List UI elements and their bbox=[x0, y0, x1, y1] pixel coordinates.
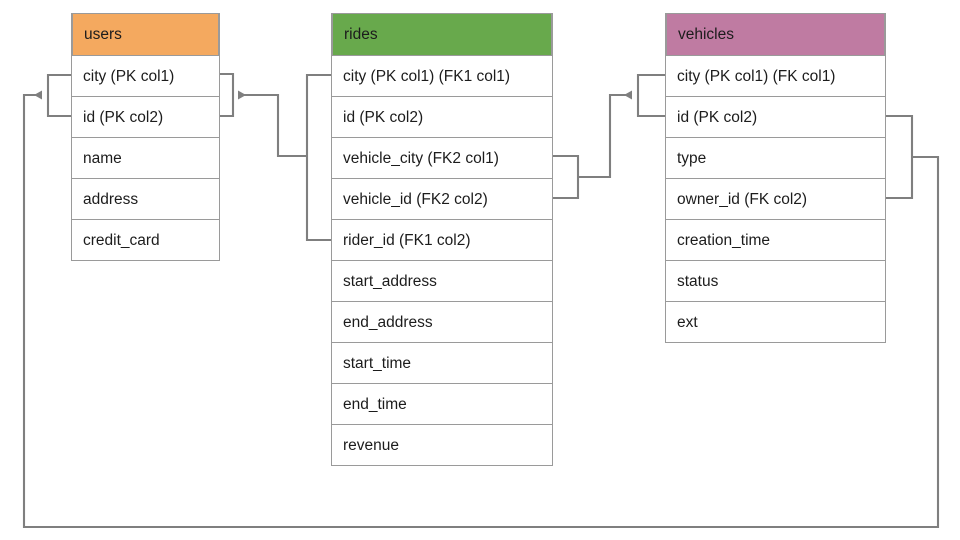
table-rides-header[interactable]: rides bbox=[332, 13, 552, 55]
table-rides-column-end-time[interactable]: end_time bbox=[332, 383, 552, 424]
table-users[interactable]: users city (PK col1) id (PK col2) name a… bbox=[71, 13, 220, 261]
table-vehicles-column-city[interactable]: city (PK col1) (FK col1) bbox=[666, 55, 885, 96]
table-vehicles-column-ext[interactable]: ext bbox=[666, 301, 885, 342]
table-rides-column-vehicle-id[interactable]: vehicle_id (FK2 col2) bbox=[332, 178, 552, 219]
connector-rides-to-vehicles bbox=[553, 90, 632, 200]
table-vehicles[interactable]: vehicles city (PK col1) (FK col1) id (PK… bbox=[665, 13, 886, 343]
table-vehicles-header[interactable]: vehicles bbox=[666, 13, 885, 55]
table-vehicles-title: vehicles bbox=[678, 26, 734, 43]
table-rides-title: rides bbox=[344, 26, 378, 43]
connector-vehicles-left-bracket bbox=[636, 73, 665, 118]
table-rides-column-city[interactable]: city (PK col1) (FK1 col1) bbox=[332, 55, 552, 96]
table-rides-column-rider-id[interactable]: rider_id (FK1 col2) bbox=[332, 219, 552, 260]
table-rides-column-vehicle-city[interactable]: vehicle_city (FK2 col1) bbox=[332, 137, 552, 178]
table-vehicles-column-type[interactable]: type bbox=[666, 137, 885, 178]
table-users-column-city[interactable]: city (PK col1) bbox=[72, 55, 219, 96]
connector-users-left-bracket bbox=[46, 73, 71, 118]
connector-users-right-bracket bbox=[220, 72, 235, 118]
table-users-column-id[interactable]: id (PK col2) bbox=[72, 96, 219, 137]
table-rides-column-id[interactable]: id (PK col2) bbox=[332, 96, 552, 137]
table-rides[interactable]: rides city (PK col1) (FK1 col1) id (PK c… bbox=[331, 13, 553, 466]
table-rides-column-end-address[interactable]: end_address bbox=[332, 301, 552, 342]
connector-rides-to-users bbox=[238, 73, 331, 242]
table-vehicles-column-status[interactable]: status bbox=[666, 260, 885, 301]
table-users-header[interactable]: users bbox=[72, 13, 219, 55]
table-users-column-credit-card[interactable]: credit_card bbox=[72, 219, 219, 260]
table-users-title: users bbox=[84, 26, 122, 43]
table-vehicles-column-owner-id[interactable]: owner_id (FK col2) bbox=[666, 178, 885, 219]
table-users-column-name[interactable]: name bbox=[72, 137, 219, 178]
table-rides-column-revenue[interactable]: revenue bbox=[332, 424, 552, 465]
table-vehicles-column-creation-time[interactable]: creation_time bbox=[666, 219, 885, 260]
table-vehicles-column-id[interactable]: id (PK col2) bbox=[666, 96, 885, 137]
table-rides-column-start-address[interactable]: start_address bbox=[332, 260, 552, 301]
table-rides-column-start-time[interactable]: start_time bbox=[332, 342, 552, 383]
table-users-column-address[interactable]: address bbox=[72, 178, 219, 219]
